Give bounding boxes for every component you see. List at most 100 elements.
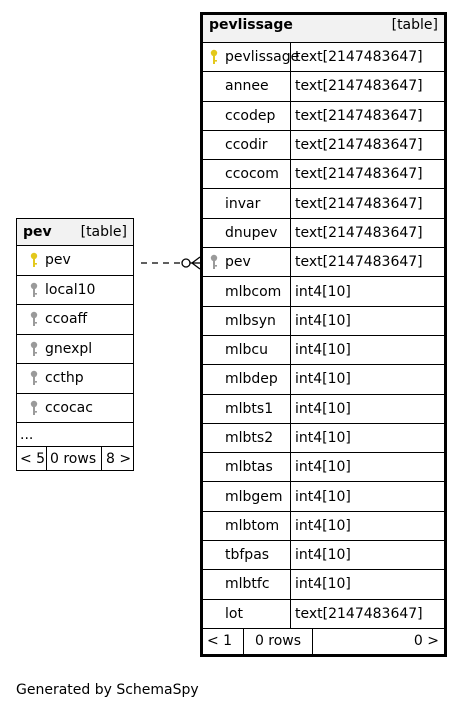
- table-kind: [table]: [80, 224, 127, 240]
- row-count: 0 rows: [244, 628, 313, 654]
- parents-count[interactable]: < 5: [17, 447, 47, 470]
- column-row-pev[interactable]: pev: [17, 246, 133, 276]
- column-cell: pev: [203, 248, 291, 277]
- column-type: text[2147483647]: [295, 254, 423, 271]
- column-cell: ccodir: [203, 130, 291, 160]
- column-cell: mlbtom: [203, 511, 291, 541]
- column-row-gnexpl[interactable]: gnexpl: [17, 335, 133, 364]
- foreign-key-icon: [30, 312, 38, 327]
- column-cell: ccoaff: [17, 305, 87, 334]
- column-type: text[2147483647]: [295, 49, 423, 66]
- column-type: text[2147483647]: [295, 605, 423, 622]
- key-cell: [23, 370, 45, 386]
- primary-key-icon: [210, 49, 218, 65]
- table-name: pevlissage: [209, 17, 293, 33]
- column-name: pev: [225, 254, 251, 271]
- column-cell: invar: [203, 189, 291, 218]
- column-row-local10[interactable]: local10: [17, 276, 133, 305]
- children-count[interactable]: 8 >: [106, 450, 132, 467]
- column-cell: ccocac: [17, 394, 93, 423]
- foreign-key-icon: [30, 341, 38, 356]
- foreign-key-icon: [30, 282, 38, 297]
- column-name: mlbts2: [225, 430, 274, 446]
- column-cell: ccodep: [203, 101, 291, 130]
- column-row-ccodir[interactable]: ccodir text[2147483647]: [203, 130, 444, 161]
- generated-by-label: Generated by SchemaSpy: [16, 682, 199, 698]
- column-name: ccthp: [45, 370, 84, 387]
- column-row-mlbtas[interactable]: mlbtas int4[10]: [203, 453, 444, 483]
- column-name: ccoaff: [45, 311, 88, 328]
- key-cell: [203, 49, 225, 65]
- column-type: text[2147483647]: [295, 78, 423, 95]
- foreign-key-icon: [30, 371, 38, 386]
- column-cell: mlbcu: [203, 335, 291, 365]
- column-type: int4[10]: [295, 576, 351, 593]
- column-type: int4[10]: [295, 459, 351, 476]
- column-type: int4[10]: [295, 517, 351, 534]
- table-pev[interactable]: pev [table] pev local10 ccoaff gnexpl ccthp c…: [16, 218, 134, 471]
- connector-crowfoot-bottom: [191, 262, 201, 270]
- foreign-key-icon: [210, 255, 218, 270]
- column-cell: mlbtas: [203, 453, 291, 482]
- column-type: int4[10]: [295, 283, 351, 300]
- column-row-ccoaff[interactable]: ccoaff: [17, 305, 133, 335]
- foreign-key-icon: [30, 400, 38, 415]
- column-name: gnexpl: [45, 340, 93, 357]
- column-cell: dnupev: [203, 218, 291, 248]
- column-name: dnupev: [225, 224, 278, 241]
- column-cell: pev: [17, 246, 71, 275]
- column-row-mlbcu[interactable]: mlbcu int4[10]: [203, 335, 444, 366]
- column-type: int4[10]: [295, 547, 351, 564]
- column-name: pev: [45, 252, 71, 269]
- column-cell: annee: [203, 72, 291, 101]
- column-name: mlbcom: [225, 283, 282, 300]
- table-name: pev: [23, 224, 52, 240]
- parents-count[interactable]: < 1: [203, 628, 244, 654]
- column-cell: mlbgem: [203, 482, 291, 511]
- column-row-mlbcom[interactable]: mlbcom int4[10]: [203, 277, 444, 307]
- column-name: mlbtas: [225, 459, 273, 476]
- children-count[interactable]: 0 >: [413, 633, 439, 650]
- more-columns-indicator: ...: [17, 423, 133, 447]
- column-row-ccocac[interactable]: ccocac: [17, 394, 133, 423]
- column-type: int4[10]: [295, 342, 351, 359]
- column-cell: mlbts2: [203, 423, 291, 453]
- column-cell: local10: [17, 276, 95, 305]
- column-name: mlbdep: [225, 371, 278, 388]
- key-cell: [203, 254, 225, 270]
- column-name: mlbcu: [225, 342, 268, 359]
- column-cell: ccthp: [17, 364, 84, 393]
- column-type: text[2147483647]: [295, 107, 423, 124]
- column-name: ccocac: [45, 399, 93, 416]
- key-cell: [23, 252, 45, 268]
- column-type: text[2147483647]: [295, 137, 423, 154]
- column-type: int4[10]: [295, 312, 351, 329]
- column-row-ccthp[interactable]: ccthp: [17, 364, 133, 394]
- column-cell: lot: [203, 599, 291, 628]
- column-name: mlbts1: [225, 400, 274, 417]
- column-row-pev[interactable]: pev text[2147483647]: [203, 248, 444, 278]
- table-header: pev [table]: [17, 219, 133, 246]
- column-name: ccodir: [225, 137, 268, 154]
- column-cell: mlbtfc: [203, 570, 291, 599]
- key-cell: [23, 311, 45, 327]
- table-footer: < 1 0 rows 0 >: [203, 628, 444, 654]
- connector-zero-marker: [181, 258, 191, 268]
